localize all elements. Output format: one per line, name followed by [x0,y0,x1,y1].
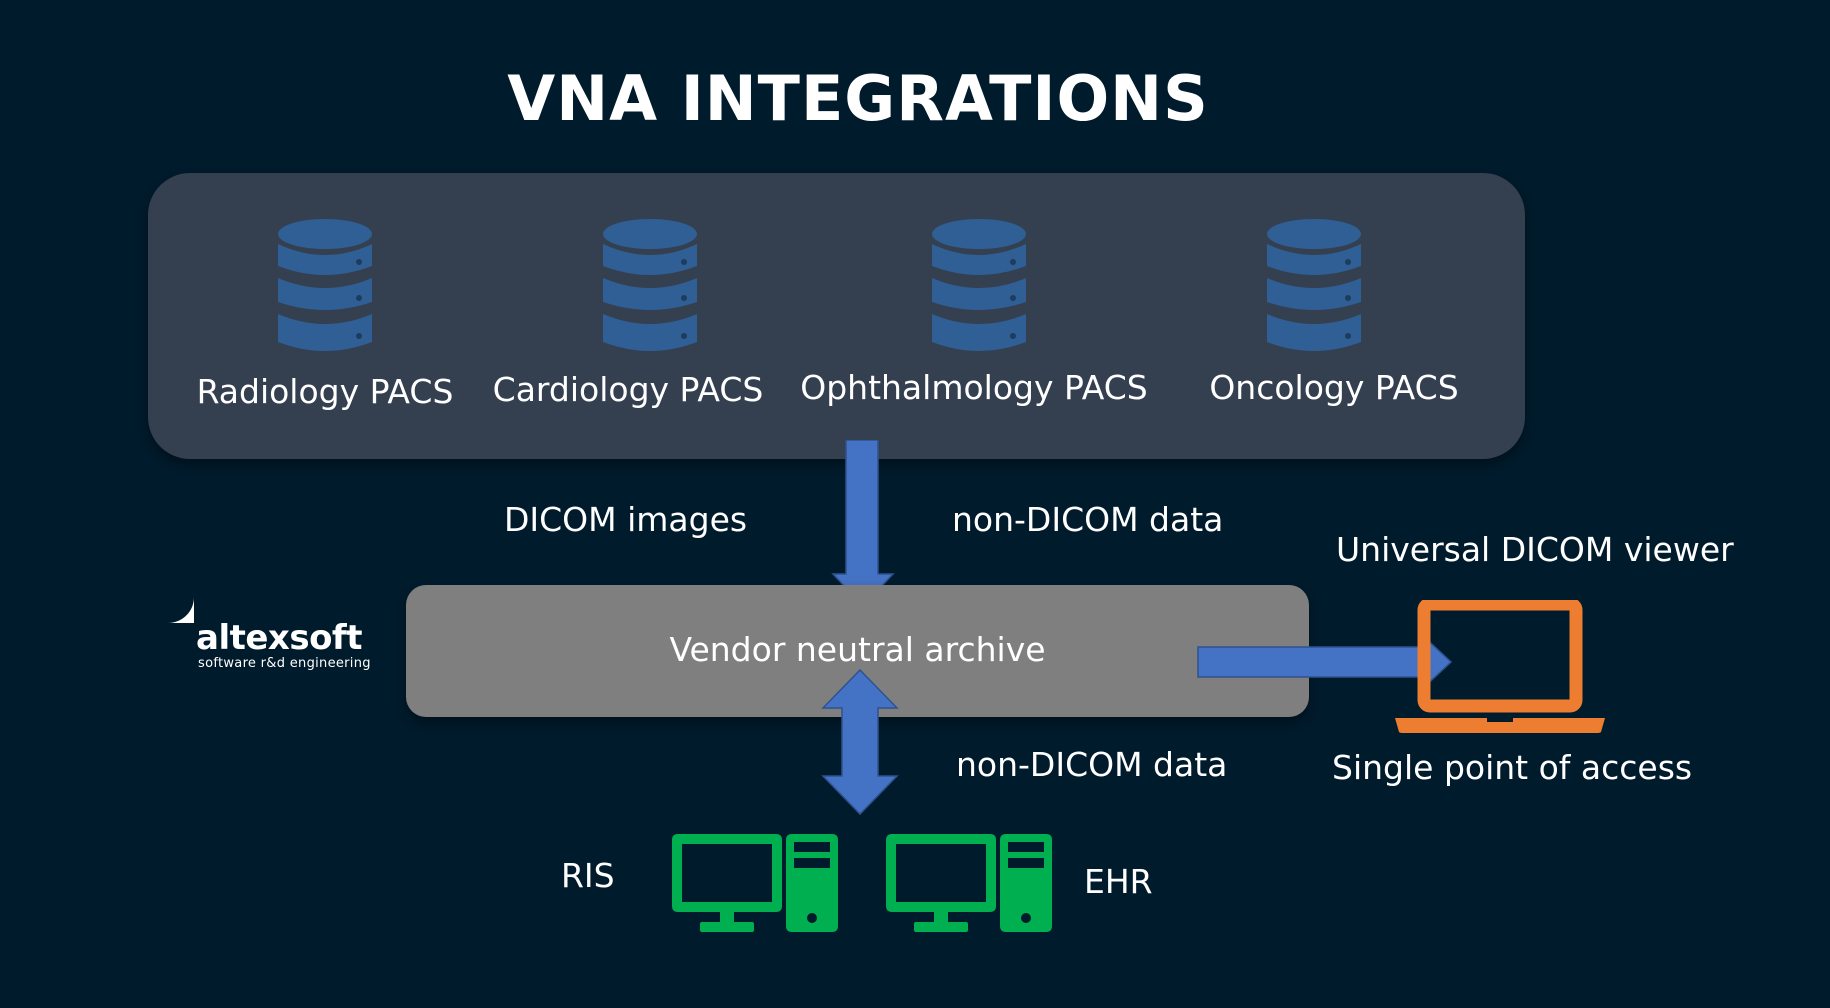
altexsoft-logo-icon [140,569,196,625]
database-icon [931,218,1027,358]
universal-dicom-viewer-label: Universal DICOM viewer [1336,530,1734,569]
desktop-computer-icon [886,834,1052,934]
pacs-label-radiology: Radiology PACS [196,372,454,411]
logo-tagline: software r&d engineering [198,656,371,671]
database-icon [602,218,698,358]
database-icon [277,218,373,358]
ris-label: RIS [561,856,615,895]
vendor-neutral-archive-label: Vendor neutral archive [669,630,1046,669]
pacs-label-oncology: Oncology PACS [1209,368,1459,407]
desktop-computer-icon [672,834,838,934]
pacs-label-ophthalmology: Ophthalmology PACS [800,368,1148,407]
diagram-title: VNA INTEGRATIONS [507,62,1209,135]
ehr-label: EHR [1084,862,1153,901]
single-point-of-access-label: Single point of access [1332,748,1693,787]
logo-name: altexsoft [196,618,362,658]
dicom-images-label: DICOM images [504,500,748,539]
non-dicom-data-bottom-label: non-DICOM data [956,745,1228,784]
database-icon [1266,218,1362,358]
laptop-icon [1391,600,1609,734]
bidirectional-arrow [820,668,900,816]
non-dicom-data-top-label: non-DICOM data [952,500,1224,539]
down-arrow [827,440,899,608]
pacs-label-cardiology: Cardiology PACS [492,370,764,409]
